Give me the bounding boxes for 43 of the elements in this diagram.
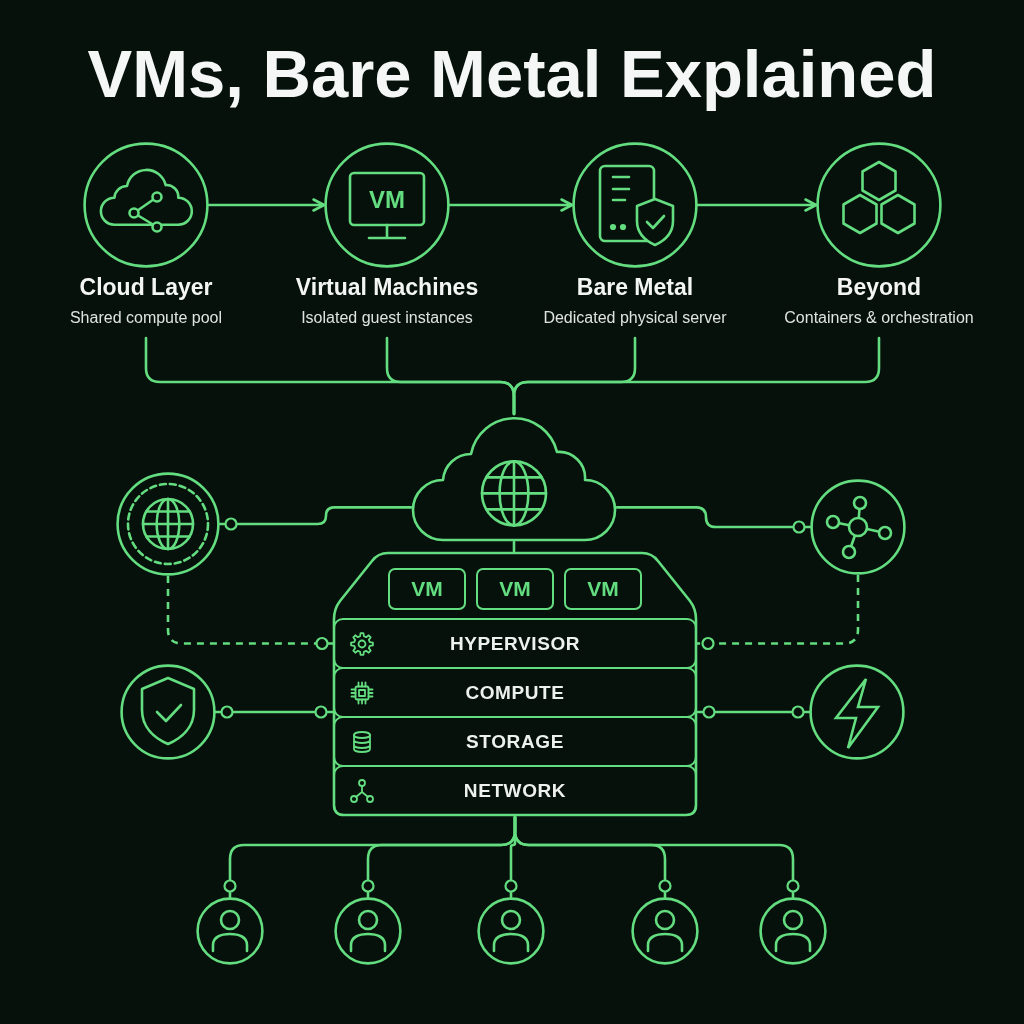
layer-row — [333, 716, 697, 767]
connector-line — [696, 705, 811, 719]
title: VMs, Bare Metal Explained — [87, 36, 937, 112]
layer-label: NETWORK — [463, 779, 567, 802]
node-title: Cloud Layer — [79, 274, 213, 300]
node-title: Bare Metal — [576, 274, 694, 300]
arrow — [448, 198, 574, 212]
hub-icon — [810, 479, 906, 575]
instance-block: VM — [476, 568, 554, 610]
connector-line — [615, 506, 812, 534]
arrow — [696, 198, 818, 212]
node-subtitle: Shared compute pool — [69, 308, 223, 328]
layer-label: COMPUTE — [465, 681, 565, 704]
connector-line — [214, 705, 334, 719]
cloud-globe-icon — [411, 414, 617, 542]
layer-label: HYPERVISOR — [449, 632, 581, 655]
node-subtitle: Isolated guest instances — [301, 308, 473, 328]
connector-line — [513, 815, 800, 899]
layer-row — [333, 765, 697, 816]
connector-line — [218, 506, 413, 531]
node-subtitle: Containers & orchestration — [784, 308, 974, 328]
node-title: Virtual Machines — [295, 274, 479, 300]
user-icon — [477, 897, 545, 965]
layer-row — [333, 667, 697, 718]
screen-label: VM — [369, 185, 405, 213]
dashed-connector — [697, 575, 860, 651]
node-subtitle: Dedicated physical server — [543, 308, 727, 328]
connector-line — [512, 336, 881, 416]
instance-block: VM — [564, 568, 642, 610]
user-icon — [196, 897, 264, 965]
user-icon — [631, 897, 699, 965]
user-icon — [334, 897, 402, 965]
globe-icon — [116, 472, 220, 576]
instance-block: VM — [388, 568, 466, 610]
shield-check-icon — [120, 664, 216, 760]
layer-label: STORAGE — [466, 730, 564, 753]
node-title: Beyond — [836, 274, 922, 300]
layer-row — [333, 618, 697, 669]
lightning-icon — [809, 664, 905, 760]
arrow — [207, 198, 326, 212]
dashed-connector — [166, 576, 333, 651]
user-icon — [759, 897, 827, 965]
connector-line — [512, 540, 516, 553]
